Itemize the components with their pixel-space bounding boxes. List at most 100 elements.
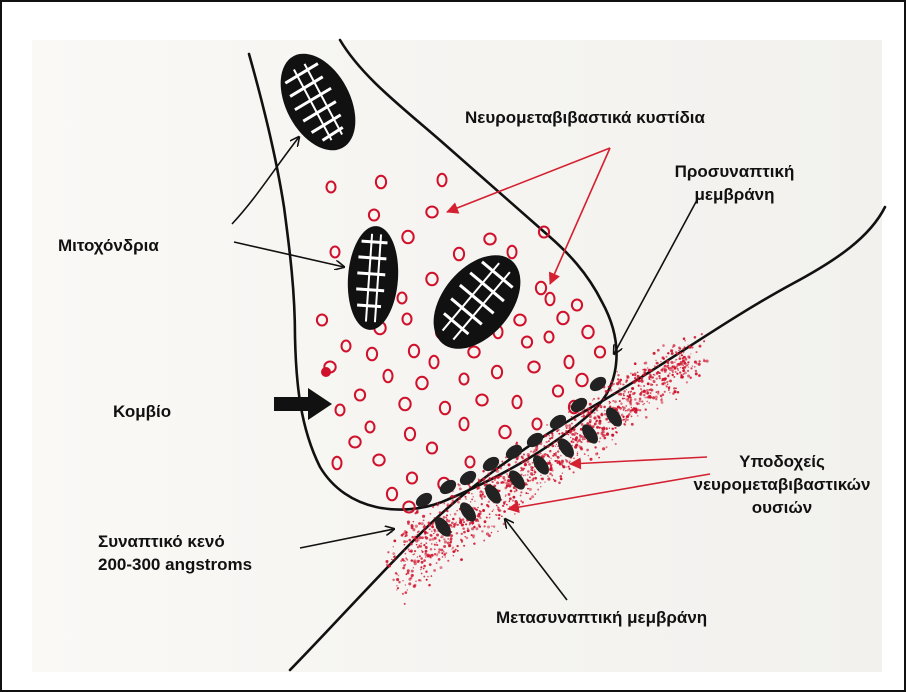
speckle [421, 566, 422, 567]
speckle [530, 466, 533, 469]
speckle [447, 505, 449, 507]
vesicle [403, 502, 414, 513]
speckle [578, 439, 581, 442]
speckle [531, 495, 534, 498]
speckle [667, 381, 669, 383]
speckle [421, 561, 424, 564]
speckle [553, 442, 555, 444]
speckle [497, 530, 499, 532]
speckle [650, 369, 652, 371]
speckle [426, 579, 428, 581]
speckle [652, 384, 654, 386]
speckle [407, 523, 410, 526]
speckle [620, 403, 622, 405]
speckle [588, 407, 590, 409]
speckle [667, 384, 668, 385]
speckle [664, 391, 666, 393]
speckle [547, 478, 550, 481]
vesicle [513, 396, 522, 409]
speckle [676, 352, 678, 354]
speckle [475, 527, 478, 530]
speckle [573, 426, 575, 428]
speckle [484, 484, 486, 486]
speckle [679, 357, 682, 360]
speckle [673, 362, 674, 363]
speckle [523, 454, 525, 456]
speckle [455, 500, 457, 502]
speckle [579, 435, 582, 438]
speckle [529, 498, 531, 500]
speckle [645, 408, 647, 410]
speckle [423, 576, 425, 578]
speckle [469, 523, 471, 525]
speckle [632, 374, 633, 375]
speckle [598, 441, 600, 443]
vesicle [576, 374, 587, 387]
speckle [562, 472, 563, 473]
speckle [522, 501, 524, 503]
speckle [631, 416, 633, 418]
speckle [561, 460, 564, 463]
speckle [478, 481, 480, 483]
speckle [651, 377, 652, 378]
speckle [574, 446, 577, 449]
vesicle [522, 337, 532, 348]
speckle [402, 533, 405, 536]
speckle [433, 529, 436, 532]
speckle [445, 552, 447, 554]
speckle [568, 424, 571, 427]
speckle [398, 581, 400, 583]
speckle [582, 415, 585, 418]
speckle [695, 370, 697, 372]
speckle [551, 474, 553, 476]
speckle [684, 351, 685, 352]
speckle [529, 488, 532, 491]
speckle [410, 550, 413, 553]
speckle [593, 412, 595, 414]
speckle [534, 469, 536, 471]
speckle [446, 517, 448, 519]
speckle [617, 407, 619, 409]
speckle [662, 371, 663, 372]
label-line: Συναπτικό κενό [98, 530, 252, 553]
speckle [506, 473, 508, 475]
speckle [680, 376, 683, 379]
speckle [491, 532, 492, 533]
speckle [391, 532, 392, 533]
speckle [420, 569, 422, 571]
speckle [626, 389, 627, 390]
speckle [573, 428, 576, 431]
speckle [661, 379, 663, 381]
speckle [396, 573, 398, 575]
speckle [499, 464, 500, 465]
speckle [594, 424, 596, 426]
speckle [404, 603, 406, 605]
speckle [506, 484, 509, 487]
speckle [687, 361, 689, 363]
speckle [423, 520, 425, 522]
speckle [603, 406, 606, 409]
speckle [398, 575, 399, 576]
speckle [423, 565, 426, 568]
speckle [659, 372, 661, 374]
vesicle [553, 386, 563, 397]
speckle [589, 458, 592, 461]
speckle [561, 432, 564, 435]
speckle [440, 537, 441, 538]
speckle [429, 538, 432, 541]
speckle [653, 352, 656, 355]
speckle [534, 471, 537, 474]
speckle [570, 437, 571, 438]
speckle [461, 524, 462, 525]
speckle [522, 457, 524, 459]
speckle [675, 371, 677, 373]
speckle [457, 524, 459, 526]
vesicle [321, 367, 331, 377]
speckle [452, 500, 454, 502]
speckle [626, 375, 629, 378]
speckle [662, 393, 665, 396]
speckle [666, 360, 669, 363]
speckle [694, 366, 695, 367]
speckle [440, 549, 443, 552]
speckle [428, 522, 431, 525]
